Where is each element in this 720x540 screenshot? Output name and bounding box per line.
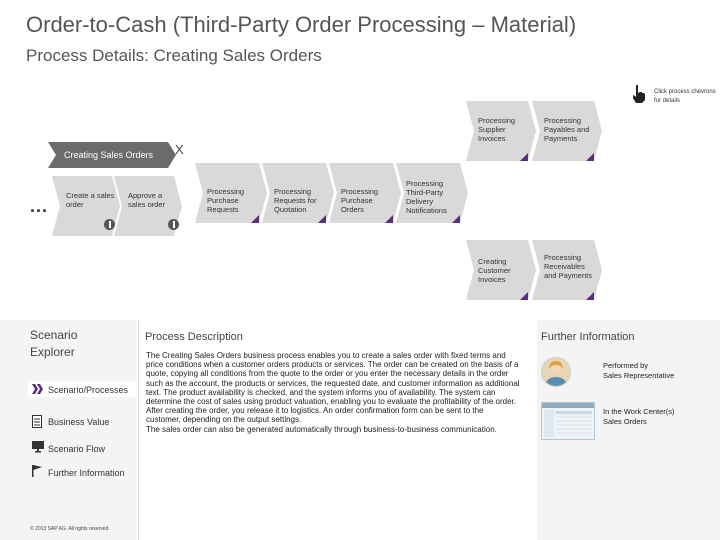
nav-scenario-processes[interactable]: Scenario/Processes: [48, 385, 129, 395]
nav-business-value[interactable]: Business Value: [48, 417, 110, 427]
chevron-shape: [195, 163, 267, 223]
process-description-panel: [138, 320, 537, 540]
chevron-group-shape: [48, 142, 182, 236]
chevron-shape: [262, 163, 334, 223]
hand-pointer-icon: [633, 85, 645, 103]
nav-active-highlight: [28, 381, 136, 397]
more-steps-ellipsis[interactable]: ...: [30, 196, 49, 216]
substep-approve-sales-order[interactable]: Approve a sales order: [128, 188, 184, 212]
substep-create-sales-order[interactable]: Create a sales order: [66, 188, 122, 212]
work-center-value: Sales Orders: [603, 417, 647, 426]
description-paragraph: The sales order can also be generated au…: [146, 424, 497, 434]
chevron-label: Processing Third-Party Delivery Notifica…: [406, 179, 447, 215]
performed-by-value: Sales Representative: [603, 371, 675, 380]
scenario-explorer-panel: [0, 320, 136, 540]
further-information-title: Further Information: [541, 331, 635, 343]
chevron-processing-receivables-and-payments[interactable]: Processing Receivables and Payments: [532, 240, 602, 300]
sales-rep-avatar: [541, 357, 571, 387]
chevron-processing-purchase-requests[interactable]: Processing Purchase Requests: [195, 163, 267, 223]
process-description-title: Process Description: [145, 331, 243, 343]
chevron-shape: [466, 101, 536, 161]
description-paragraph: The Creating Sales Orders business proce…: [146, 351, 520, 425]
chevron-shape: [532, 240, 602, 300]
performed-by-label: Performed by: [603, 361, 649, 370]
substep-label: Approve a sales order: [128, 191, 166, 209]
chevron-shape: [532, 101, 602, 161]
chevrons-icon: [32, 384, 43, 394]
copyright: © 2013 SAP AG. All rights reserved.: [30, 526, 110, 532]
chevron-processing-purchase-orders[interactable]: Processing Purchase Orders: [329, 163, 401, 223]
work-center-screenshot: [541, 402, 595, 440]
substep-label: Create a sales order: [66, 191, 115, 209]
chevron-creating-customer-invoices[interactable]: Creating Customer Invoices: [466, 240, 536, 300]
info-icon[interactable]: [168, 219, 179, 230]
chevron-shape: [396, 163, 468, 223]
nav-scenario-flow[interactable]: Scenario Flow: [48, 444, 106, 454]
flag-icon: [32, 465, 42, 477]
chevron-shape: [466, 240, 536, 300]
chevron-shape: [329, 163, 401, 223]
chevron-processing-payables-and-payments[interactable]: Processing Payables and Payments: [532, 101, 602, 161]
work-center-label: In the Work Center(s): [603, 407, 675, 416]
performed-by: Performed by Sales Representative: [603, 361, 713, 381]
group-label: Creating Sales Orders: [64, 150, 154, 160]
chevron-label: Creating Customer Invoices: [478, 257, 511, 284]
nav-further-information[interactable]: Further Information: [48, 468, 125, 478]
work-center: In the Work Center(s) Sales Orders: [603, 407, 713, 427]
page-subtitle: Process Details: Creating Sales Orders: [26, 46, 322, 65]
chevron-label: Processing Purchase Orders: [341, 187, 379, 214]
scenario-explorer-title: Scenario Explorer: [30, 328, 78, 359]
chevron-label: Processing Receivables and Payments: [544, 253, 592, 280]
monitor-icon: [32, 441, 44, 453]
chevron-creating-sales-orders[interactable]: [48, 140, 200, 240]
info-icon[interactable]: [104, 219, 115, 230]
chevron-processing-requests-for-quotation[interactable]: Processing Requests for Quotation: [262, 163, 334, 223]
click-hint: Click process chevrons for details: [654, 89, 716, 104]
chevron-label: Processing Purchase Requests: [207, 187, 245, 214]
close-icon[interactable]: X: [175, 142, 184, 157]
document-icon: [32, 415, 42, 428]
person-icon: [545, 361, 567, 386]
chevron-processing-supplier-invoices[interactable]: Processing Supplier Invoices: [466, 101, 536, 161]
chevron-label: Processing Supplier Invoices: [478, 116, 516, 143]
process-description-text: The Creating Sales Orders business proce…: [146, 351, 520, 434]
chevron-processing-third-party-delivery-notifications[interactable]: Processing Third-Party Delivery Notifica…: [396, 163, 468, 223]
screenshot-thumbnail: [542, 403, 594, 437]
chevron-label: Processing Payables and Payments: [544, 116, 590, 143]
chevron-label: Processing Requests for Quotation: [274, 187, 317, 214]
page-title: Order-to-Cash (Third-Party Order Process…: [26, 12, 577, 37]
